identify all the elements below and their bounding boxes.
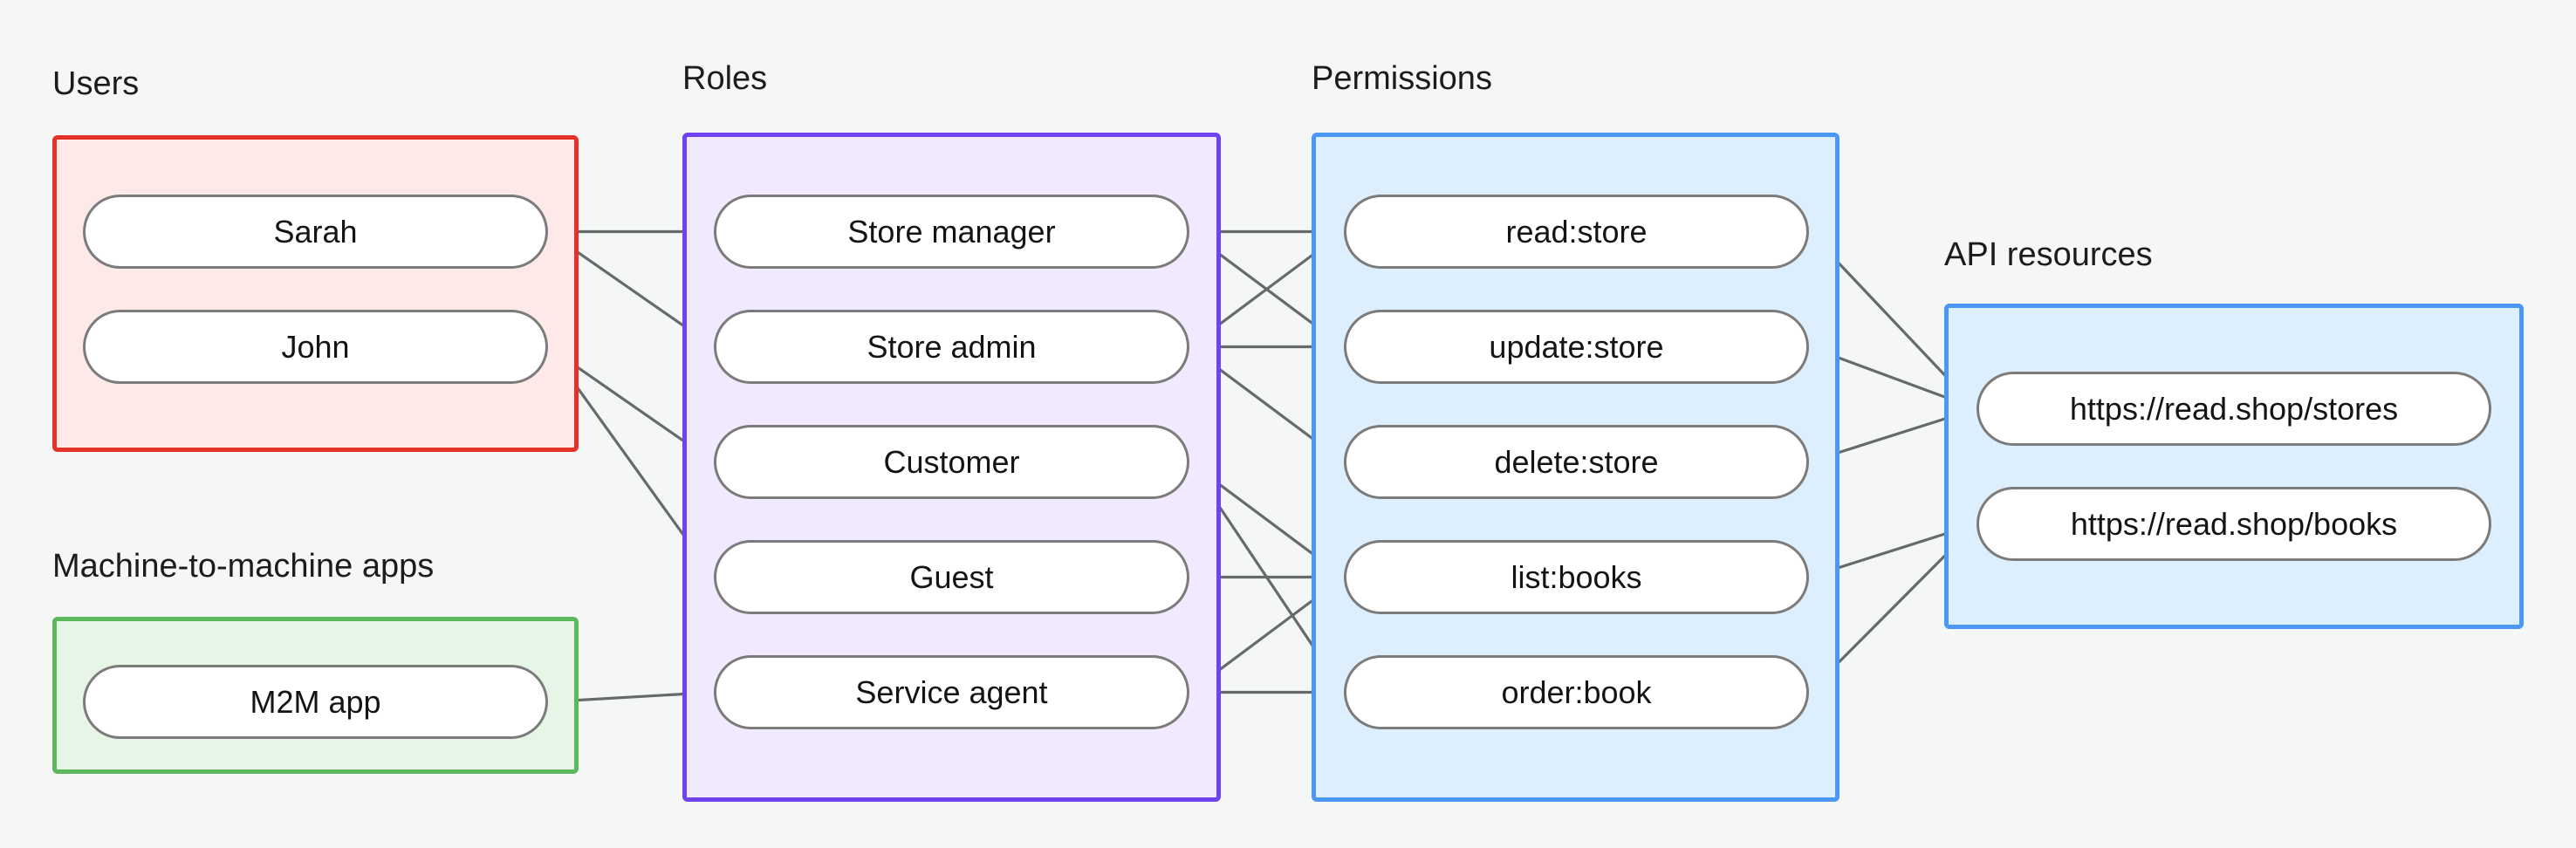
group-title-users: Users xyxy=(52,65,140,102)
node-label: John xyxy=(281,328,350,365)
node-store-manager[interactable]: Store manager xyxy=(714,195,1189,269)
node-read-store[interactable]: read:store xyxy=(1344,195,1809,269)
node-label: list:books xyxy=(1511,558,1642,595)
group-api-resources xyxy=(1944,304,2524,629)
node-john[interactable]: John xyxy=(83,310,548,384)
node-service-agent[interactable]: Service agent xyxy=(714,655,1189,729)
group-users xyxy=(52,135,579,452)
node-label: https://read.shop/books xyxy=(2070,505,2398,542)
group-title-m2m: Machine-to-machine apps xyxy=(52,548,435,585)
node-m2m-app[interactable]: M2M app xyxy=(83,665,548,739)
group-title-api-resources: API resources xyxy=(1944,236,2153,273)
group-title-roles: Roles xyxy=(682,60,768,97)
node-label: https://read.shop/stores xyxy=(2069,390,2399,427)
node-label: Store admin xyxy=(867,328,1037,365)
node-label: update:store xyxy=(1489,328,1664,365)
node-order-book[interactable]: order:book xyxy=(1344,655,1809,729)
node-update-store[interactable]: update:store xyxy=(1344,310,1809,384)
node-delete-store[interactable]: delete:store xyxy=(1344,425,1809,499)
node-res-stores[interactable]: https://read.shop/stores xyxy=(1977,372,2491,446)
node-guest[interactable]: Guest xyxy=(714,540,1189,614)
node-label: Store manager xyxy=(847,213,1056,250)
node-label: Service agent xyxy=(855,674,1048,710)
node-label: read:store xyxy=(1505,213,1648,250)
group-title-permissions: Permissions xyxy=(1312,60,1492,97)
node-sarah[interactable]: Sarah xyxy=(83,195,548,269)
node-res-books[interactable]: https://read.shop/books xyxy=(1977,487,2491,561)
node-label: delete:store xyxy=(1494,443,1659,480)
node-list-books[interactable]: list:books xyxy=(1344,540,1809,614)
node-label: M2M app xyxy=(250,683,381,720)
node-store-admin[interactable]: Store admin xyxy=(714,310,1189,384)
node-label: order:book xyxy=(1501,674,1652,710)
node-customer[interactable]: Customer xyxy=(714,425,1189,499)
node-label: Customer xyxy=(883,443,1020,480)
node-label: Guest xyxy=(909,558,994,595)
node-label: Sarah xyxy=(273,213,358,250)
